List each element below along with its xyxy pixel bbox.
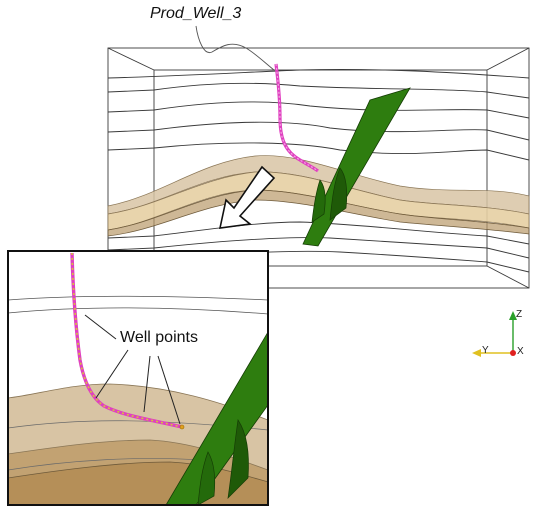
axis-z-label: Z <box>516 309 523 320</box>
well-trajectory <box>274 63 319 173</box>
axis-origin-x <box>510 350 516 356</box>
axes-triad <box>472 311 517 357</box>
well-points-label: Well points <box>118 329 200 347</box>
well-points-leaders <box>84 314 181 425</box>
well-name-label: Prod_Well_3 <box>150 5 242 22</box>
well-label-leader <box>195 25 275 71</box>
zoom-inset <box>7 250 269 506</box>
axis-x-label: X <box>517 346 524 357</box>
zoom-arrow <box>218 165 276 229</box>
axis-y-label: Y <box>482 345 489 356</box>
fault-plane <box>302 87 411 247</box>
horizon-surfaces <box>107 155 530 237</box>
